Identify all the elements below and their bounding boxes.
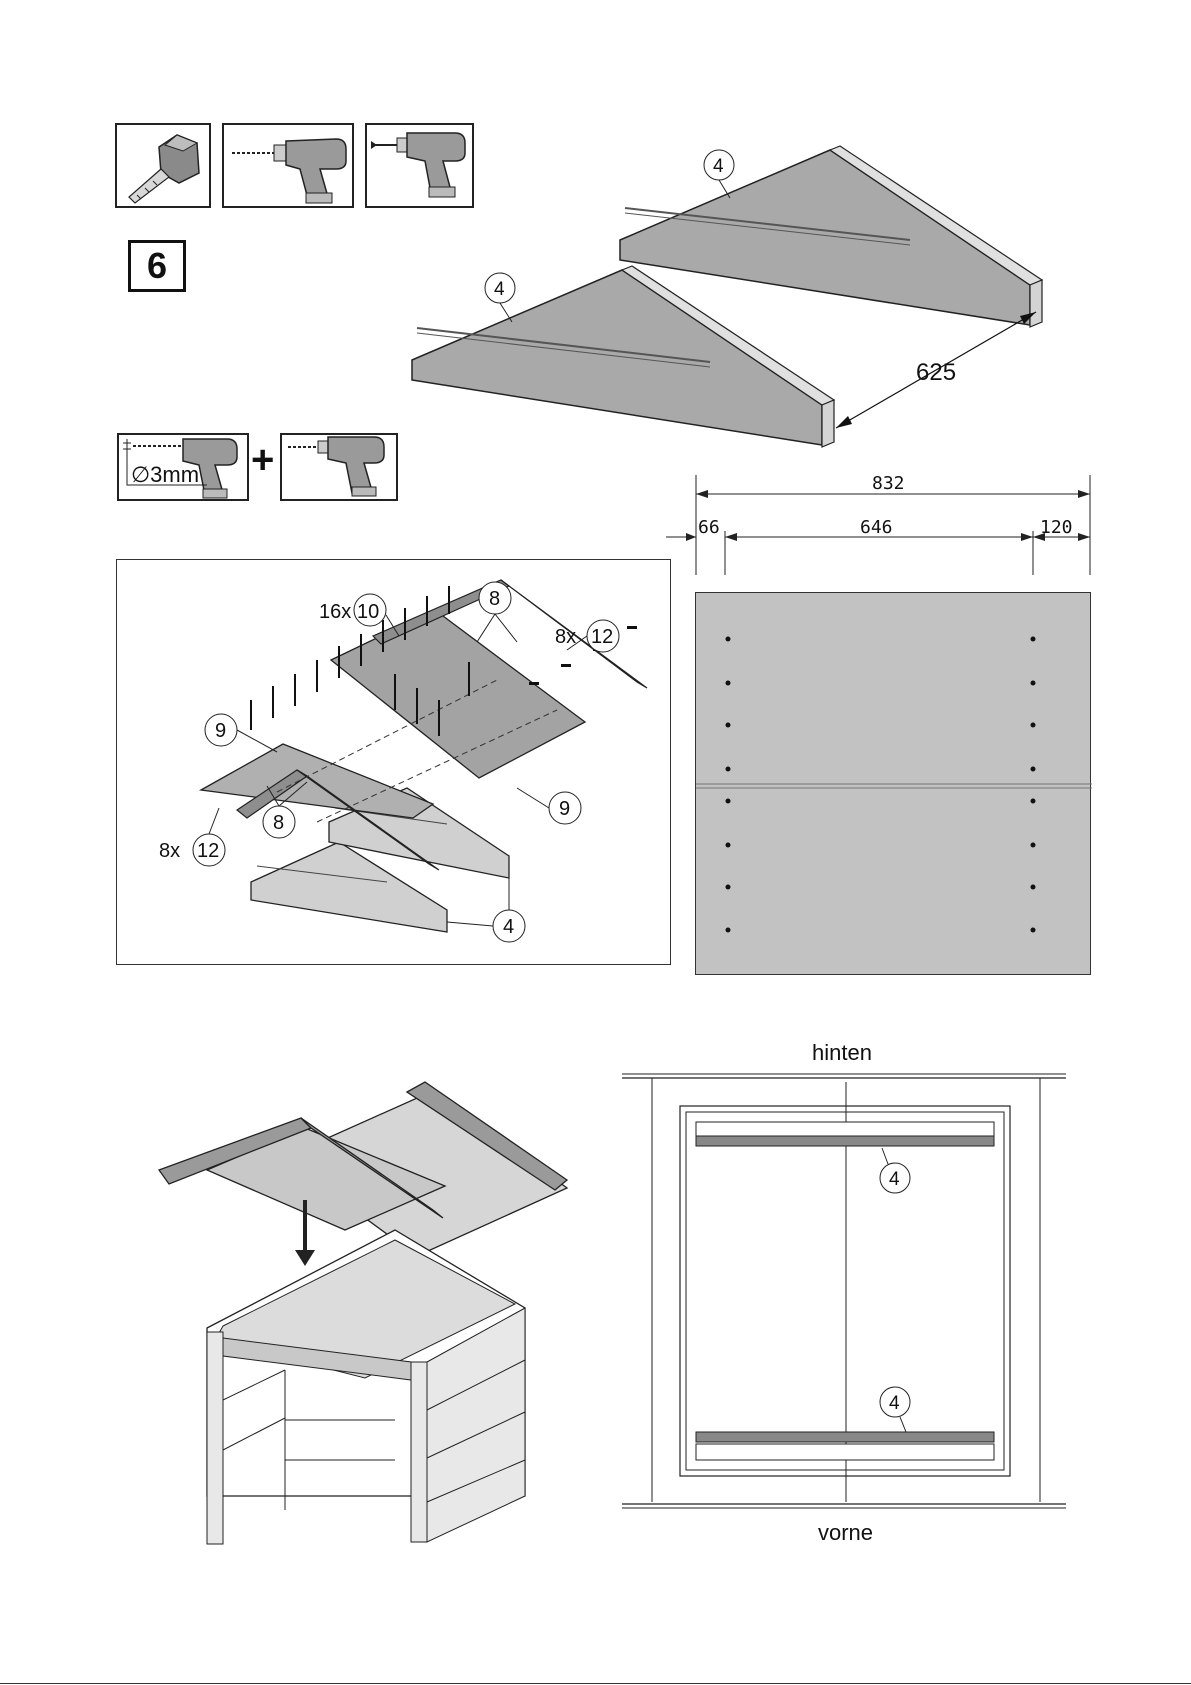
gable-boards-spacing-figure: 4 4 625 — [400, 140, 1040, 470]
callout-part-9-left: 9 — [215, 720, 226, 742]
tool-measuring-tape — [115, 123, 211, 208]
plan-label-back: hinten — [812, 1040, 872, 1066]
plan-callout-part-4-bottom: 4 — [889, 1393, 900, 1414]
callout-part-4-front: 4 — [494, 279, 505, 300]
footer-rule — [0, 1683, 1191, 1684]
dimension-lines: 832 66 646 120 — [660, 475, 1100, 575]
plan-label-front: vorne — [818, 1520, 873, 1546]
qty-8x-top: 8x — [555, 626, 576, 648]
dim-total: 832 — [872, 473, 905, 494]
callout-part-12-bottom: 12 — [197, 840, 219, 862]
screw-holes — [696, 593, 1092, 976]
dim-left: 66 — [698, 517, 720, 538]
callout-part-4-lower: 4 — [503, 916, 514, 938]
exploded-roof-figure: 10 16x 8 12 8x 9 8 12 8x 9 4 — [117, 560, 672, 966]
screw-pattern-panel — [695, 592, 1091, 975]
roof-installation-figure — [155, 1040, 595, 1540]
screwdriver-box — [280, 433, 398, 501]
callout-part-12-top: 12 — [591, 626, 613, 648]
drill-spec-box: ∅3mm — [117, 433, 249, 501]
plus-sign: + — [251, 438, 274, 483]
drill-diameter-label: ∅3mm — [131, 462, 199, 488]
plan-callout-part-4-top: 4 — [889, 1169, 900, 1190]
drill-icon — [224, 125, 356, 210]
tool-drill — [222, 123, 354, 208]
step-number: 6 — [128, 240, 186, 292]
callout-part-8-bottom: 8 — [273, 812, 284, 834]
screwdriver-icon-2 — [282, 435, 400, 503]
qty-8x-bottom: 8x — [159, 840, 180, 862]
callout-part-4-back: 4 — [713, 156, 724, 177]
qty-16x: 16x — [319, 601, 351, 623]
plan-view-figure: 4 4 — [620, 1072, 1070, 1512]
spacing-dimension: 625 — [916, 359, 956, 386]
callout-part-9-right: 9 — [559, 798, 570, 820]
exploded-roof-frame: 10 16x 8 12 8x 9 8 12 8x 9 4 — [116, 559, 671, 965]
measuring-tape-icon — [117, 125, 213, 210]
callout-part-8-top: 8 — [489, 588, 500, 610]
callout-part-10: 10 — [357, 601, 379, 623]
dim-middle: 646 — [860, 517, 893, 538]
dim-right: 120 — [1040, 517, 1073, 538]
